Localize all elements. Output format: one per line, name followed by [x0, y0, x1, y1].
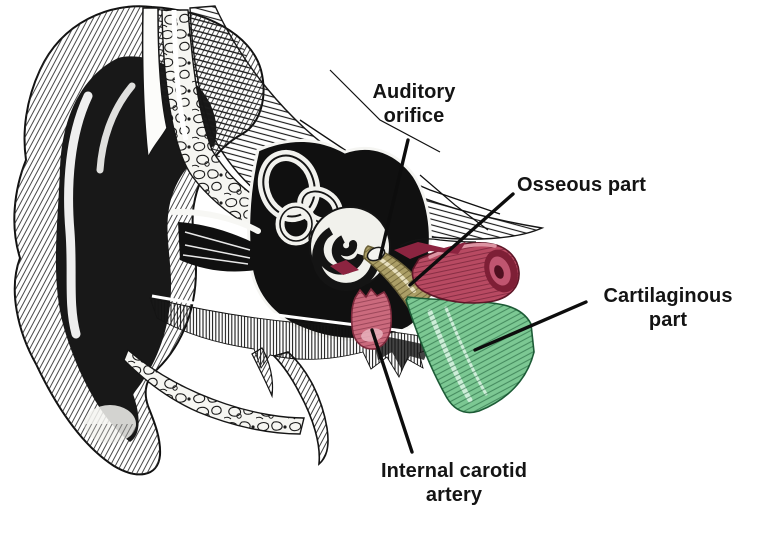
leader-line-osseous-part [408, 192, 515, 287]
cartilaginous-part-shape [405, 296, 535, 414]
label-internal-carotid-artery: Internal carotid artery [380, 460, 528, 506]
canal-cartilage-strip [123, 348, 305, 435]
muscle-wisp [394, 242, 466, 259]
muscle-wisp [330, 260, 359, 275]
muscle-fiber-fringe [149, 294, 434, 378]
concha-shadow [55, 56, 217, 442]
styloid-process [251, 347, 329, 466]
leader-line-internal-carotid-artery [370, 328, 414, 454]
label-cartilaginous-part: Cartilaginous part [603, 285, 733, 331]
mastoid-spongy-bone [141, 7, 397, 255]
leader-line-auditory-orifice [378, 138, 410, 260]
label-auditory-orifice: Auditory orifice [372, 81, 456, 127]
leader-line-cartilaginous-part [473, 300, 588, 352]
label-osseous-part: Osseous part [517, 174, 647, 196]
ear-canal [178, 222, 256, 272]
internal-carotid-artery-shape [350, 287, 393, 350]
